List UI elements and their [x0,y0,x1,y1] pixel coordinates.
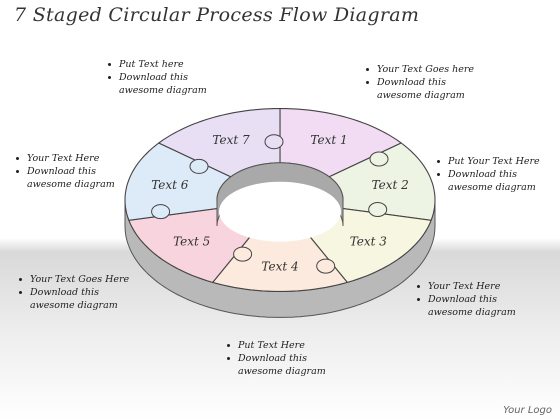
segment-label-5: Text 5 [173,235,210,249]
bullet-dot-icon [227,344,230,347]
note-line: Download this [119,72,188,83]
note-bullet: Your Text Goes Here [19,273,129,286]
note-text-7: Put Text here Download this awesome diag… [108,58,207,97]
puzzle-knob-5 [233,246,253,262]
bullet-dot-icon [366,81,369,84]
note-bullet: Download this [437,168,540,181]
note-continuation: awesome diagram [238,366,326,377]
note-text-2: Put Your Text Here Download this awesome… [437,155,540,194]
note-line: Download this [30,287,99,298]
diagram-title: 7 Staged Circular Process Flow Diagram [14,4,420,26]
note-line: Your Text Goes here [377,64,474,75]
bullet-dot-icon [19,278,22,281]
note-line: Download this [448,169,517,180]
note-line: Your Text Goes Here [30,274,130,285]
note-bullet: Download this [19,286,129,299]
note-text-5: Your Text Goes Here Download this awesom… [19,273,129,312]
note-bullet: Put Text here [108,58,207,71]
note-continuation: awesome diagram [119,85,207,96]
note-line: Your Text Here [428,281,501,292]
note-line: Put Text here [119,59,184,70]
note-bullet: Put Your Text Here [437,155,540,168]
puzzle-knob-3 [368,202,388,217]
note-text-1: Your Text Goes here Download this awesom… [366,63,474,102]
puzzle-knob-2 [369,151,389,167]
note-bullet: Download this [108,71,207,84]
bullet-dot-icon [437,160,440,163]
logo-text: Your Logo [503,405,552,416]
note-bullet: Download this [16,165,115,178]
note-line: Download this [27,166,96,177]
bullet-dot-icon [227,357,230,360]
note-line: Put Your Text Here [448,156,540,167]
bullet-dot-icon [16,170,19,173]
bullet-dot-icon [108,63,111,66]
puzzle-knob-7 [189,158,209,174]
segment-label-6: Text 6 [151,178,189,192]
ring-hole [219,181,341,242]
bullet-dot-icon [417,298,420,301]
note-bullet: Put Text Here [227,339,326,352]
note-line: Download this [377,77,446,88]
note-text-3: Your Text Here Download this awesome dia… [417,280,516,319]
bullet-dot-icon [16,157,19,160]
bullet-dot-icon [19,291,22,294]
note-bullet: Download this [366,76,474,89]
bullet-dot-icon [108,76,111,79]
note-text-6: Your Text Here Download this awesome dia… [16,152,115,191]
note-line: Your Text Here [27,153,100,164]
note-bullet: Your Text Goes here [366,63,474,76]
note-continuation: awesome diagram [448,182,536,193]
note-continuation: awesome diagram [377,90,465,101]
note-bullet: Download this [227,352,326,365]
segment-label-4: Text 4 [261,260,298,274]
puzzle-knob-6 [151,204,171,220]
note-continuation: awesome diagram [27,179,115,190]
bullet-dot-icon [417,285,420,288]
note-text-4: Put Text Here Download this awesome diag… [227,339,326,378]
segment-label-1: Text 1 [310,133,347,147]
puzzle-knob-4 [316,258,336,274]
bullet-dot-icon [366,68,369,71]
note-continuation: awesome diagram [428,307,516,318]
note-continuation: awesome diagram [30,300,118,311]
note-line: Download this [428,294,497,305]
segment-label-3: Text 3 [350,235,388,249]
puzzle-knob-1 [264,134,284,150]
note-bullet: Your Text Here [417,280,516,293]
note-line: Put Text Here [238,340,305,351]
segment-label-7: Text 7 [212,133,250,147]
note-bullet: Your Text Here [16,152,115,165]
note-line: Download this [238,353,307,364]
segment-label-2: Text 2 [372,178,409,192]
bullet-dot-icon [437,173,440,176]
note-bullet: Download this [417,293,516,306]
